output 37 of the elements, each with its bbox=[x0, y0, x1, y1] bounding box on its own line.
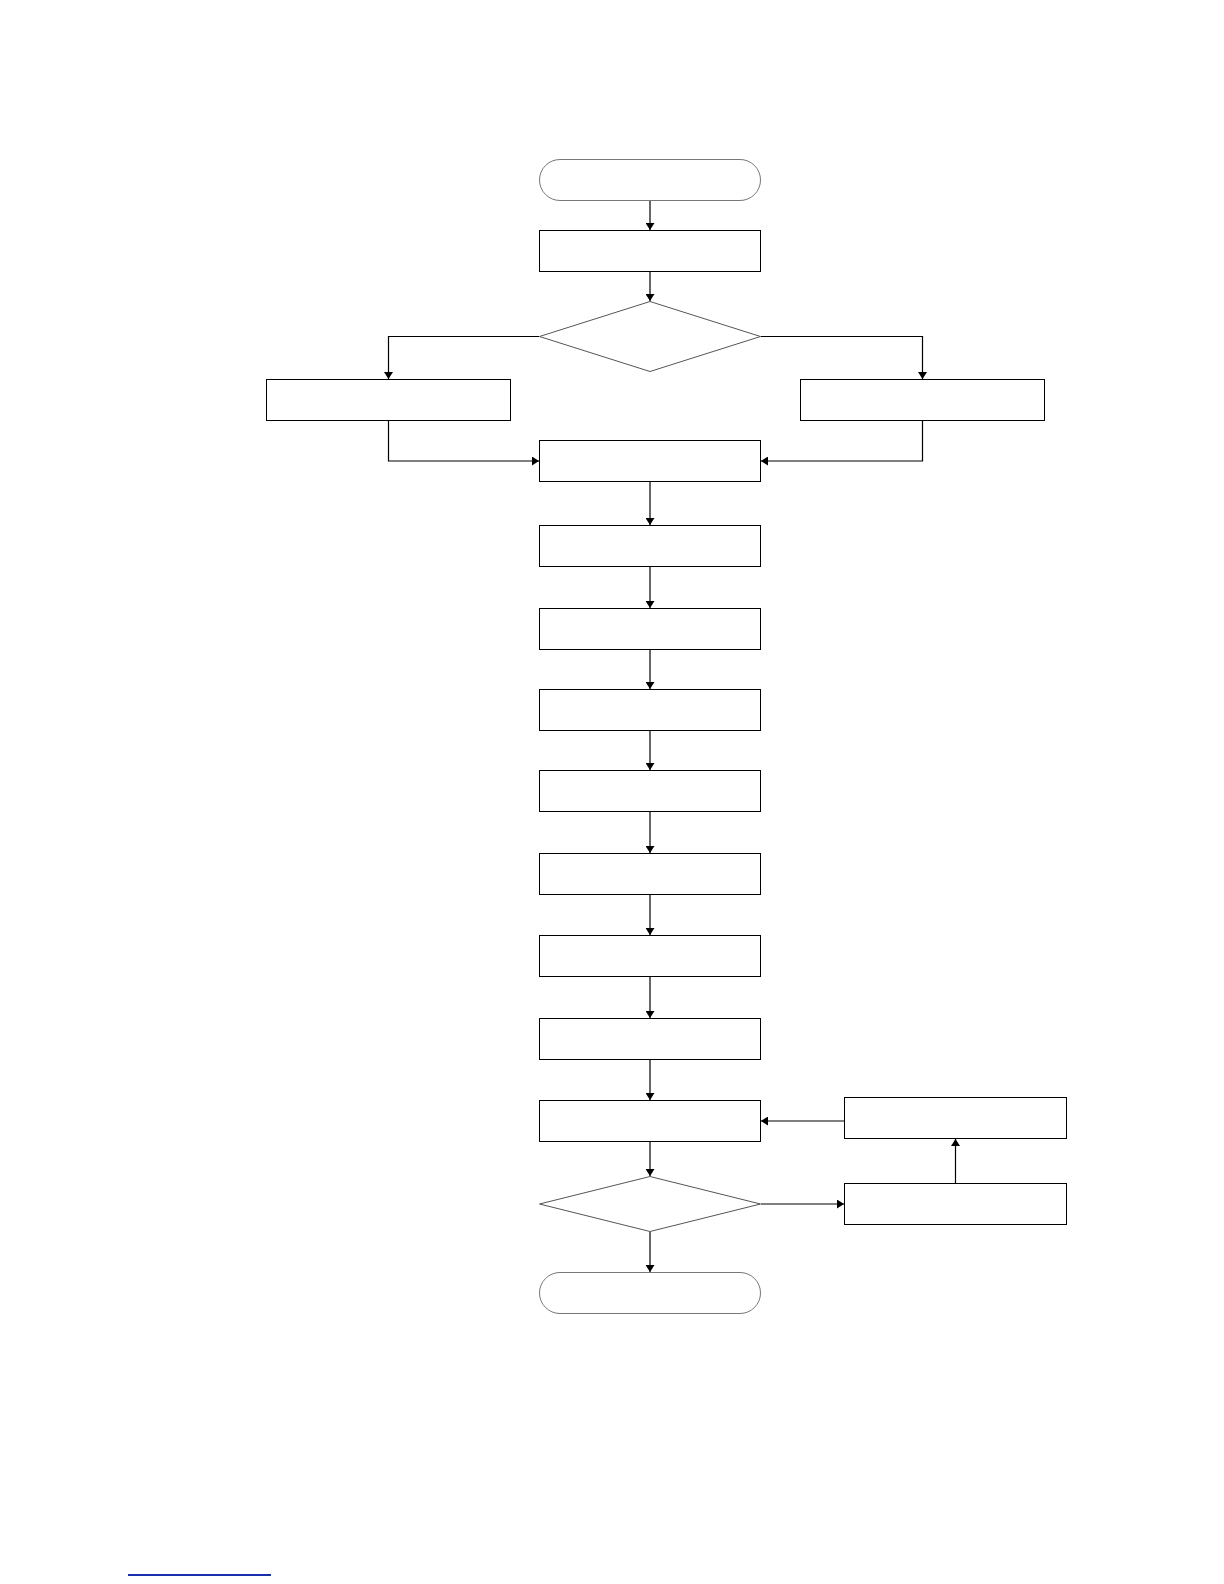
process-box bbox=[539, 770, 761, 812]
arrow bbox=[760, 1200, 845, 1208]
arrow bbox=[385, 335, 540, 380]
process-box bbox=[539, 230, 761, 272]
arrow bbox=[646, 1141, 654, 1177]
decision-diamond bbox=[539, 1176, 761, 1232]
arrow bbox=[646, 730, 654, 771]
process-box bbox=[539, 1100, 761, 1142]
arrow bbox=[646, 976, 654, 1019]
arrow bbox=[760, 420, 924, 465]
process-box bbox=[539, 525, 761, 567]
process-box bbox=[539, 935, 761, 977]
arrow bbox=[646, 1231, 654, 1273]
process-box bbox=[844, 1183, 1067, 1225]
arrow bbox=[646, 894, 654, 936]
pill-shape bbox=[539, 159, 761, 201]
process-box bbox=[539, 1018, 761, 1060]
arrow bbox=[646, 649, 654, 690]
process-box bbox=[800, 379, 1045, 421]
arrow bbox=[646, 1059, 654, 1101]
arrow bbox=[646, 566, 654, 609]
pill-shape bbox=[539, 1272, 761, 1314]
arrow bbox=[760, 335, 926, 380]
process-box bbox=[266, 379, 511, 421]
process-box bbox=[539, 853, 761, 895]
arrow bbox=[760, 1117, 845, 1125]
arrow bbox=[387, 420, 540, 465]
arrow bbox=[646, 271, 654, 302]
process-box bbox=[539, 440, 761, 482]
decision-diamond bbox=[539, 301, 761, 372]
process-box bbox=[539, 689, 761, 731]
arrow bbox=[952, 1138, 959, 1184]
process-box bbox=[844, 1097, 1067, 1139]
arrow bbox=[646, 200, 654, 231]
arrow bbox=[646, 811, 654, 854]
process-box bbox=[539, 608, 761, 650]
arrow bbox=[646, 481, 654, 526]
